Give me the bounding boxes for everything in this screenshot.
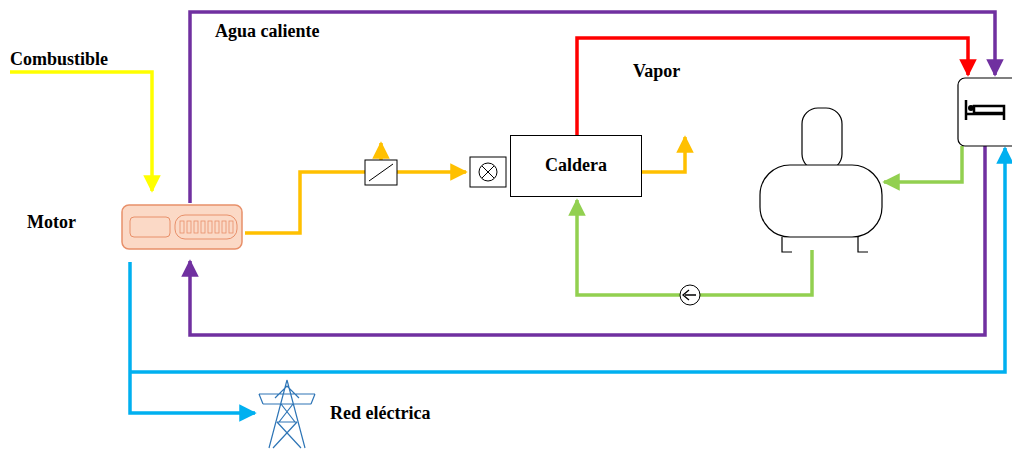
boiler-unit: Caldera — [466, 135, 642, 197]
drawing-part — [130, 217, 170, 237]
engine-unit: Motor — [20, 195, 245, 262]
burner-symbol — [466, 135, 508, 197]
pump-symbol — [680, 285, 700, 305]
drawing-part — [208, 221, 212, 233]
hot-water-return — [190, 146, 985, 335]
flow-connector — [245, 172, 466, 233]
storage-tank — [760, 108, 882, 252]
drawing-part — [479, 163, 497, 181]
drawing-part — [201, 221, 205, 233]
drawing-part — [966, 100, 1004, 120]
node-label: Caldera — [545, 156, 607, 176]
drawing-part — [680, 285, 700, 305]
drawing-part — [802, 108, 842, 170]
node-label: Red eléctrica — [330, 404, 430, 424]
hot-water-label: Agua caliente — [215, 22, 319, 42]
drawing-part — [10, 12, 1005, 372]
drawing-part — [229, 221, 233, 233]
drawing-part — [968, 105, 974, 111]
pylon-symbol — [255, 378, 319, 450]
power-grid: Red eléctrica — [255, 378, 470, 450]
drawing-part — [369, 164, 393, 181]
fuel-label: Combustible — [10, 50, 108, 70]
engine-drawing — [120, 195, 245, 262]
drawing-part — [222, 221, 226, 233]
drawing-part — [180, 221, 184, 233]
drawing-part — [187, 221, 191, 233]
drawing-part — [470, 157, 506, 187]
drawing-part — [122, 205, 242, 249]
drawing-part — [175, 215, 237, 239]
drawing-part — [683, 290, 696, 300]
drawing-part — [259, 380, 315, 448]
steam-label: Vapor — [633, 62, 680, 82]
fuel-line — [10, 72, 152, 191]
drawing-part — [760, 165, 882, 237]
flow-connector — [130, 262, 255, 413]
steam-line — [577, 38, 968, 135]
drawing-part — [365, 160, 397, 185]
filter-symbol — [365, 160, 397, 185]
hotel-user — [958, 78, 1012, 146]
node-label: Motor — [27, 213, 76, 233]
condensate-line — [884, 146, 962, 182]
boiler-exhaust — [642, 137, 685, 172]
drawing-part — [215, 221, 219, 233]
drawing-part — [958, 78, 1012, 146]
drawing-part — [482, 166, 494, 178]
drawing-part — [194, 221, 198, 233]
drawing-part — [782, 237, 868, 252]
exhaust-vent — [379, 143, 383, 160]
